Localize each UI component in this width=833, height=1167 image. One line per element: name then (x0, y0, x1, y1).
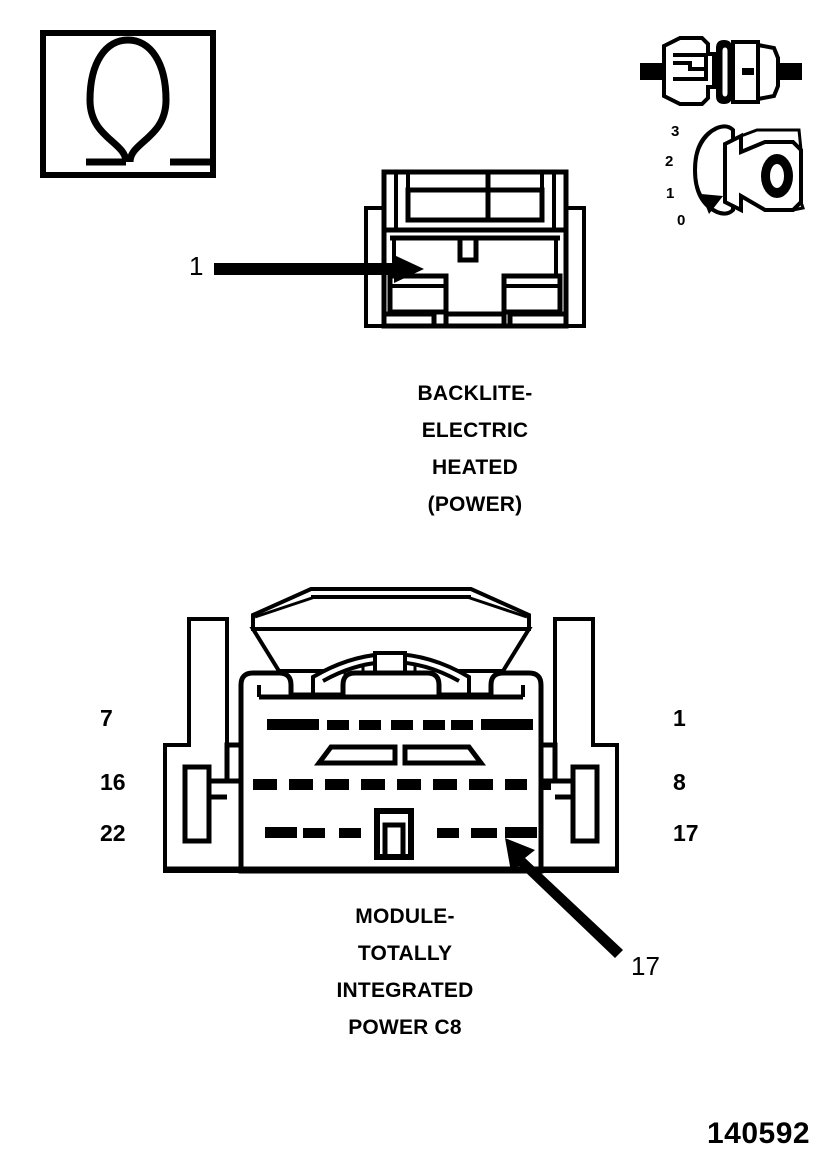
callout-17-label: 17 (631, 951, 660, 981)
callout-17-arrow (505, 838, 630, 958)
scale-tick-2: 2 (665, 153, 674, 170)
caption-tipm-line-4: POWER C8 (348, 1016, 462, 1039)
scale-tick-1: 1 (666, 185, 675, 202)
caption-tipm-line-1: MODULE- (355, 905, 455, 928)
connector-backlite-body (360, 168, 590, 343)
pin-label-left-row2: 16 (100, 769, 126, 795)
ohm-symbol-icon (40, 30, 216, 178)
connector-size-scale: 3 2 1 0 (665, 118, 810, 230)
caption-backlite-line-3: HEATED (432, 456, 518, 479)
ohm-symbol-box (40, 30, 216, 178)
caption-backlite-line-4: (POWER) (427, 493, 523, 516)
pin-label-left-row1: 7 (100, 705, 113, 731)
callout-1-label: 1 (189, 251, 204, 281)
caption-backlite-line-1: BACKLITE- (417, 382, 533, 405)
caption-backlite-line-2: ELECTRIC (421, 419, 529, 442)
caption-tipm-c8: MODULE- TOTALLY INTEGRATED POWER C8 (290, 898, 520, 1046)
caption-tipm-line-3: INTEGRATED (336, 979, 474, 1002)
pin-label-right-row1: 1 (673, 705, 686, 731)
caption-tipm-line-2: TOTALLY (357, 942, 453, 965)
pin-label-right-row2: 8 (673, 769, 686, 795)
pin-label-left-row3: 22 (100, 820, 126, 846)
scale-tick-0: 0 (677, 212, 686, 229)
callout-1-arrow (214, 255, 426, 283)
connector-tipm-c8-body (163, 585, 619, 877)
figure-number: 140592 (707, 1117, 811, 1150)
pin-label-right-row3: 17 (673, 820, 699, 846)
caption-backlite: BACKLITE- ELECTRIC HEATED (POWER) (365, 375, 585, 523)
mating-connector-halves-icon (640, 30, 810, 115)
scale-tick-3: 3 (671, 123, 680, 140)
